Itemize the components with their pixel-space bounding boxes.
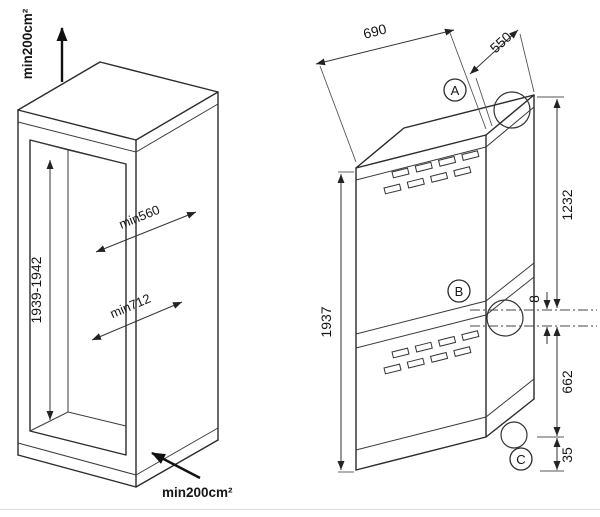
niche-height-label: 1939-1942 xyxy=(28,256,44,323)
hinge-b-badge: B xyxy=(447,279,471,303)
niche-depth-label: min560 xyxy=(117,202,162,232)
cabinet-outline xyxy=(17,61,219,488)
hinge-c-badge: C xyxy=(509,447,533,471)
hinge-detail-circles xyxy=(486,91,531,449)
upper-door-grille xyxy=(391,150,480,179)
niche-opening xyxy=(29,139,127,456)
hinge-c-label: C xyxy=(516,452,525,467)
depth-dimension-690: 690 xyxy=(315,21,487,163)
dim-1232-label: 1232 xyxy=(559,189,575,220)
bottom-vent-annotation: min200cm² xyxy=(151,451,233,500)
niche-height-dimension: 1939-1942 xyxy=(28,160,54,420)
upper-door-grille-2 xyxy=(383,166,472,195)
height-dimension-1937: 1937 xyxy=(318,171,354,473)
appliance-drawing: 690 550 1937 1232 8 xyxy=(315,21,597,473)
cabinet-niche-drawing: 1939-1942 min560 min712 min200cm² min200… xyxy=(17,8,233,500)
top-vent-annotation: min200cm² xyxy=(20,8,68,82)
base-dimension-35: 35 xyxy=(537,436,575,472)
dim-8-label: 8 xyxy=(526,295,542,303)
dim-550-label: 550 xyxy=(487,28,515,56)
hinge-b-label: B xyxy=(455,284,464,299)
niche-diagonal-label: min712 xyxy=(108,291,153,321)
bottom-vent-label: min200cm² xyxy=(162,485,233,500)
hinge-a-badge: A xyxy=(443,78,467,102)
niche-diagonal-dimension: min712 xyxy=(91,291,183,341)
dim-662-label: 662 xyxy=(559,370,575,394)
page-edge-divider xyxy=(0,509,600,510)
hinge-a-label: A xyxy=(451,83,460,98)
appliance-outline xyxy=(355,94,535,471)
lower-door-grille xyxy=(391,330,480,359)
lower-door-grille-2 xyxy=(383,346,472,375)
bottom-vent-arrow-icon xyxy=(151,451,201,480)
lower-section-dimension-662: 662 xyxy=(553,327,575,436)
dim-690-label: 690 xyxy=(362,21,389,42)
upper-section-dimension-1232: 1232 xyxy=(537,96,575,308)
middle-hinge-circle-icon xyxy=(486,299,524,337)
hinge-gap-dimension-8: 8 xyxy=(526,292,551,344)
dim-1937-label: 1937 xyxy=(318,306,334,337)
niche-depth-dimension: min560 xyxy=(95,202,197,253)
top-hinge-circle-icon xyxy=(493,91,531,129)
top-vent-label: min200cm² xyxy=(20,8,35,79)
dim-35-label: 35 xyxy=(559,447,575,463)
bottom-hinge-circle-icon xyxy=(500,421,528,449)
